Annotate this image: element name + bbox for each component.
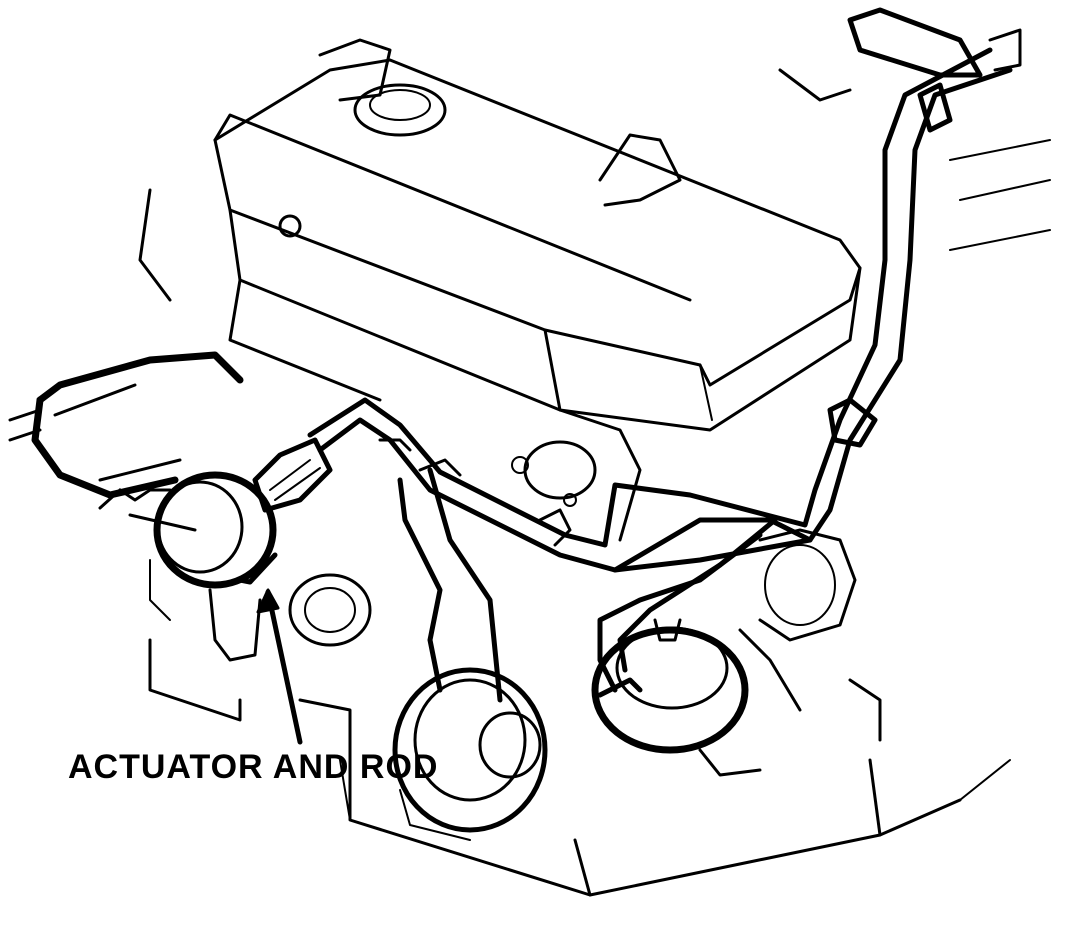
second-actuator bbox=[591, 618, 762, 777]
vacuum-lines bbox=[307, 47, 1013, 693]
callout-arrow bbox=[256, 588, 303, 745]
engine-block-lower bbox=[148, 638, 1011, 897]
engine-block-upper bbox=[138, 188, 642, 621]
pulleys bbox=[288, 573, 548, 841]
engine-right-parts bbox=[738, 68, 1051, 742]
line-clamps bbox=[827, 7, 1022, 448]
actuator bbox=[98, 471, 278, 662]
valve-cover bbox=[213, 38, 862, 432]
intake-tube bbox=[8, 351, 244, 499]
center-bracket bbox=[378, 438, 572, 703]
vacuum-hose bbox=[252, 437, 333, 513]
callout-label: ACTUATOR AND ROD bbox=[68, 748, 439, 786]
